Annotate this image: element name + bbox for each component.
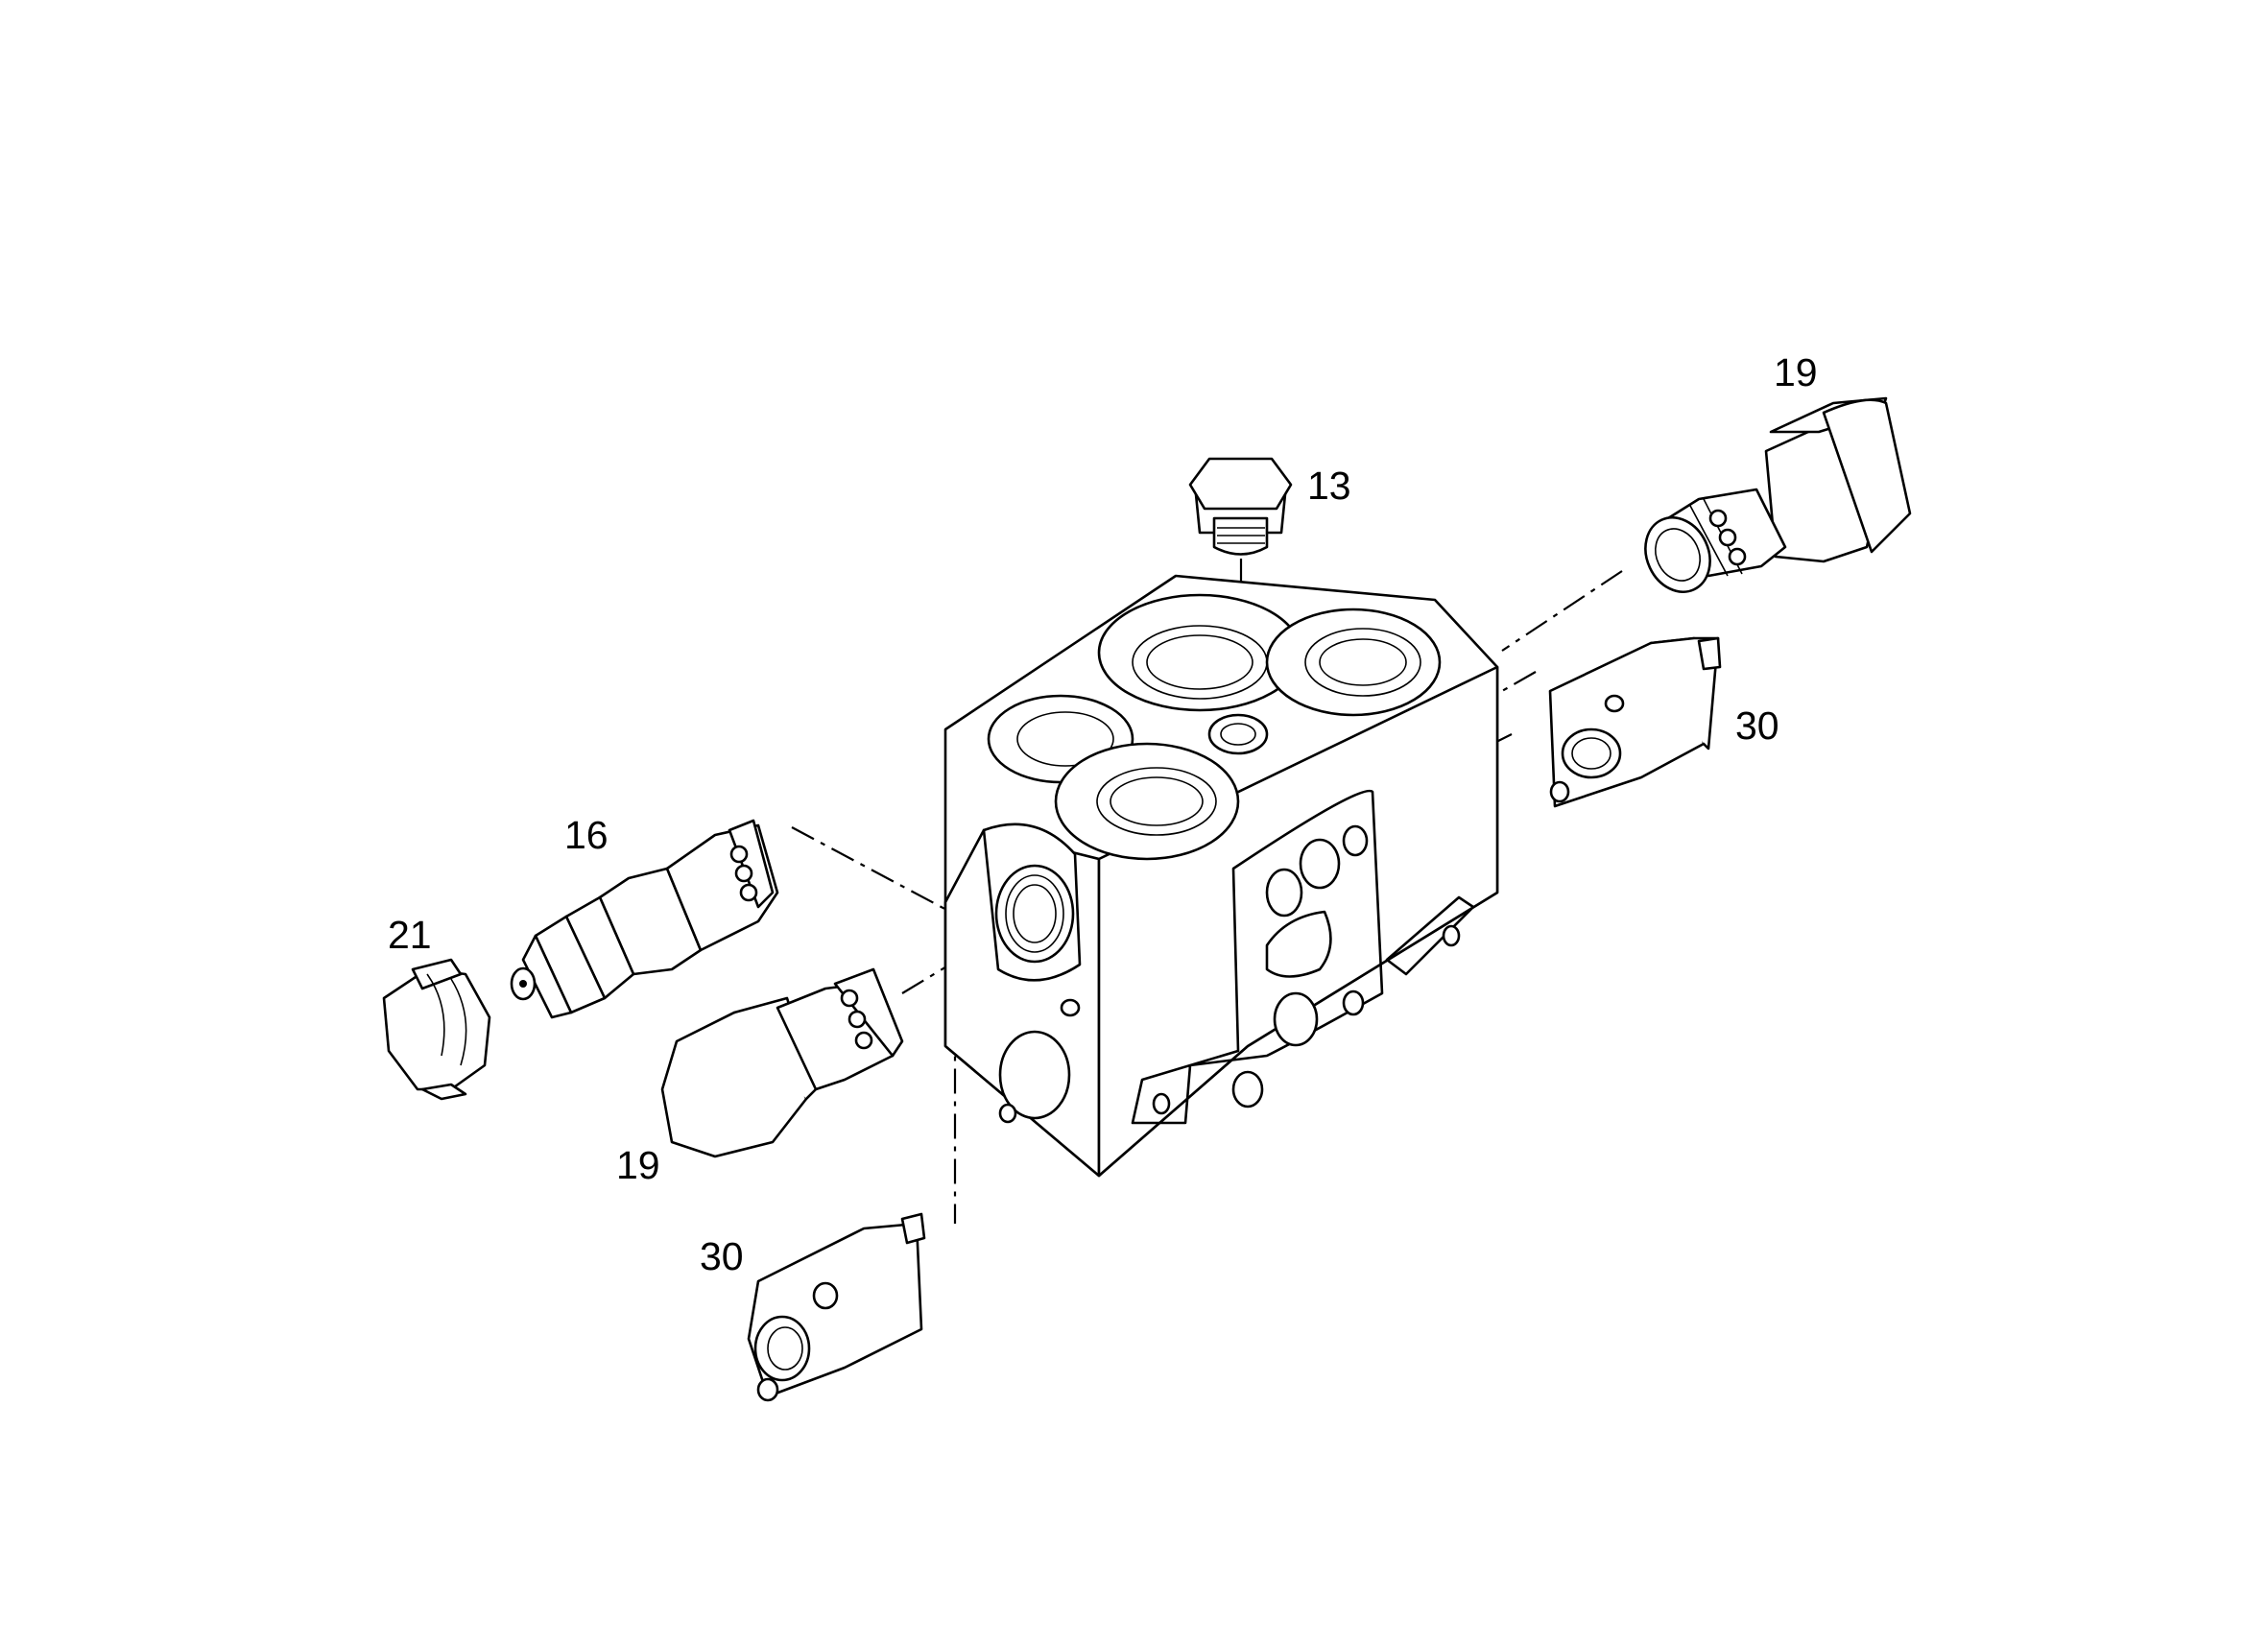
part-21-cap — [382, 958, 491, 1101]
callout-19-top: 19 — [1774, 350, 1818, 394]
callout-30-right: 30 — [1735, 703, 1779, 748]
callout-19-left: 19 — [616, 1143, 660, 1187]
callout-13: 13 — [1307, 464, 1351, 508]
callout-21: 21 — [388, 913, 432, 957]
part-16-relief-valve — [510, 819, 779, 1019]
part-19-left-cartridge — [660, 967, 904, 1158]
callout-labels: 13 19 30 16 21 19 30 — [388, 350, 1818, 1278]
part-30-right-cover — [1548, 636, 1722, 808]
part-30-bottom-cover — [747, 1212, 926, 1402]
part-13-plug — [1188, 457, 1293, 556]
valve-block-housing — [943, 574, 1499, 1178]
part-19-top-cartridge — [1644, 396, 1912, 593]
callout-16: 16 — [564, 813, 609, 857]
callout-30-bottom: 30 — [700, 1234, 744, 1278]
